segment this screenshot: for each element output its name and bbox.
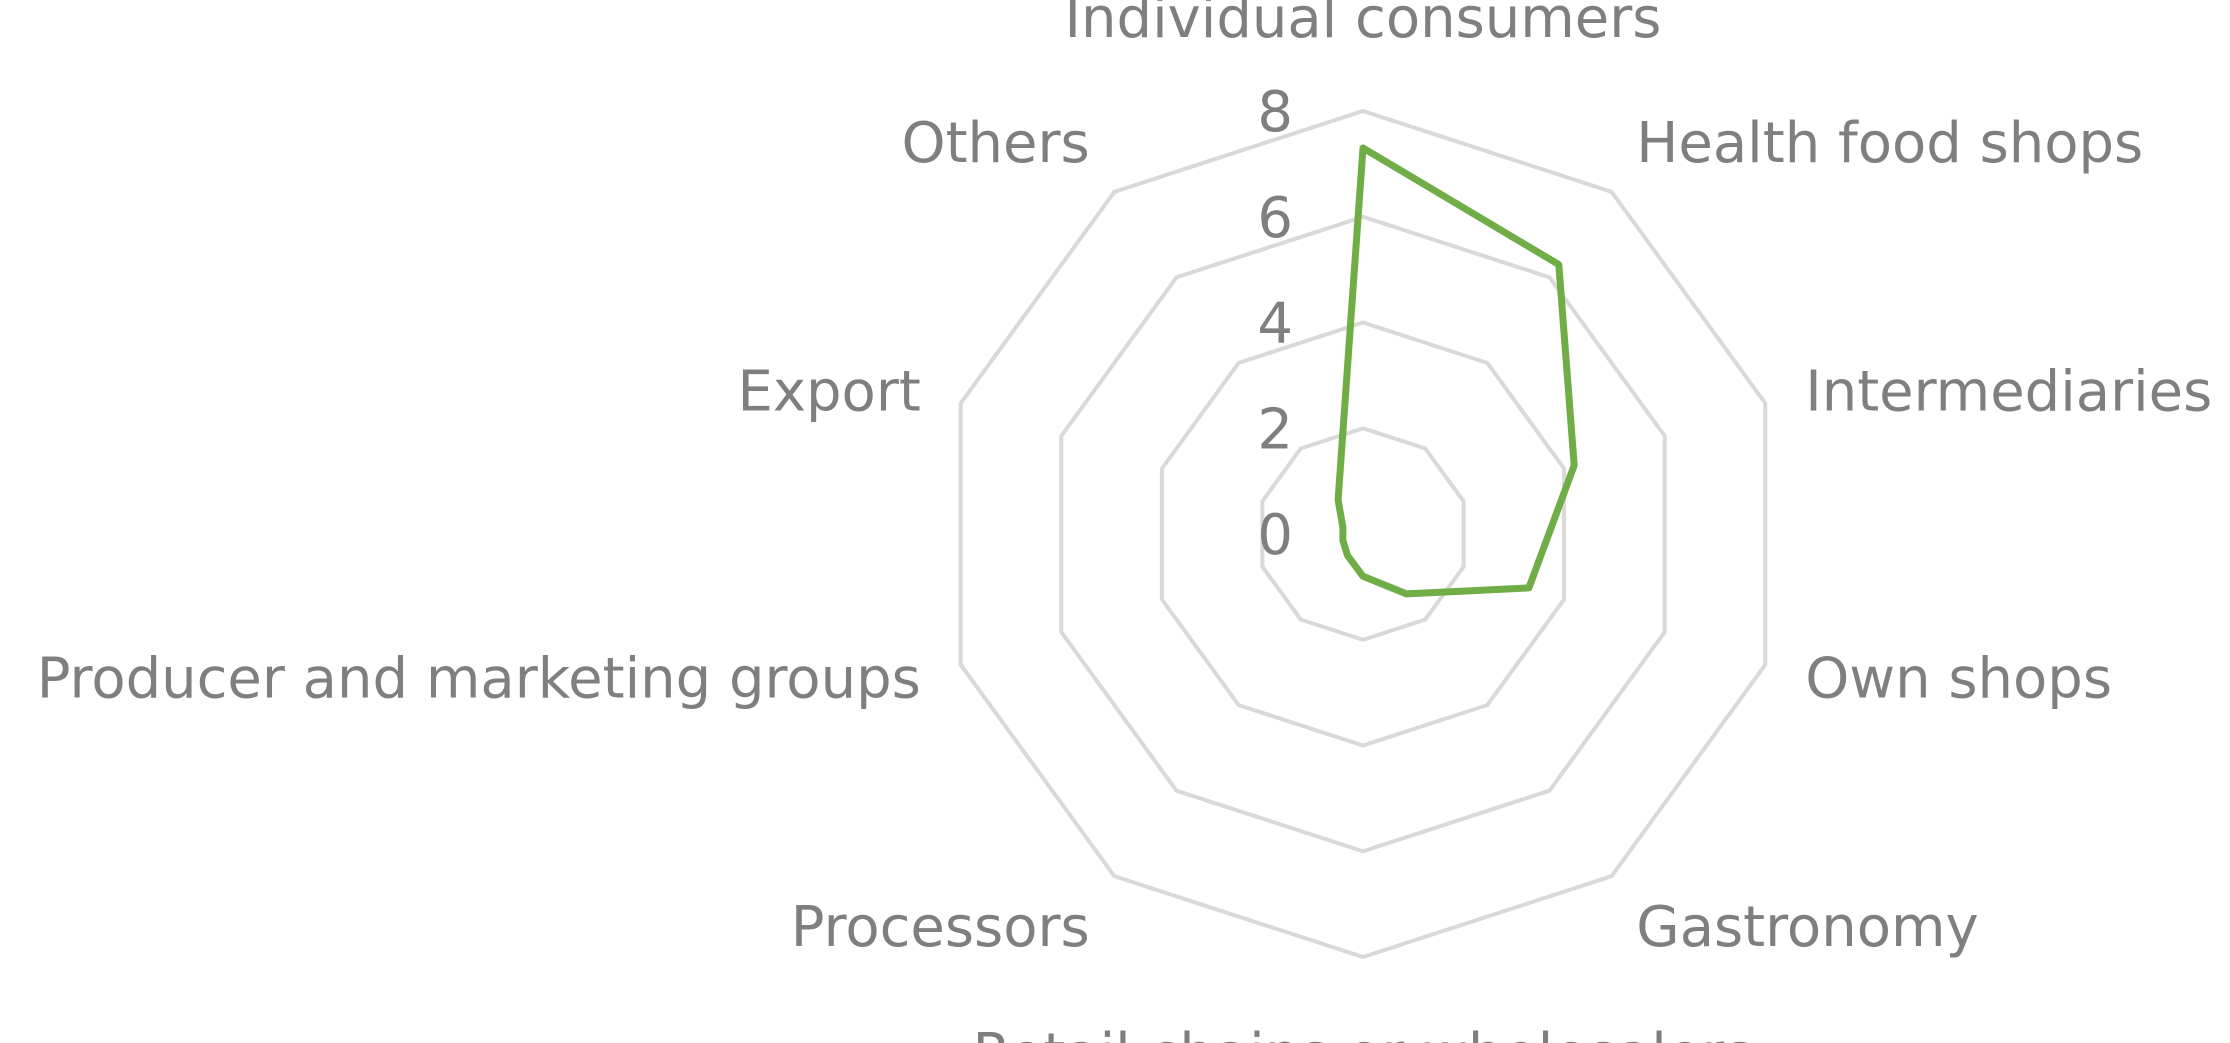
tick-label-8: 8 — [1257, 80, 1293, 145]
grid-ring-4 — [1159, 320, 1567, 748]
grid-layer — [958, 108, 1768, 960]
tick-label-6: 6 — [1257, 186, 1293, 251]
tick-label-4: 4 — [1257, 292, 1293, 357]
category-label-3: Own shops — [1805, 647, 2112, 712]
grid-ring-2 — [1260, 426, 1466, 642]
category-label-7: Producer and marketing groups — [37, 647, 921, 712]
series-line-0 — [1334, 144, 1578, 598]
category-label-9: Others — [902, 111, 1090, 176]
tick-label-0: 0 — [1257, 503, 1293, 568]
category-label-5: Retail chains or wholesalers — [972, 1022, 1753, 1043]
category-label-8: Export — [737, 359, 920, 424]
category-label-1: Health food shops — [1636, 111, 2143, 176]
grid-ring-6 — [1059, 214, 1667, 854]
tick-label-2: 2 — [1257, 397, 1293, 462]
category-label-0: Individual consumers — [1065, 0, 1662, 51]
series-layer — [1334, 144, 1578, 598]
tick-label-layer: 0 2 4 6 8 — [1257, 80, 1293, 568]
category-label-6: Processors — [791, 895, 1090, 960]
category-label-2: Intermediaries — [1805, 359, 2212, 424]
category-label-4: Gastronomy — [1636, 895, 1978, 960]
grid-ring-8 — [958, 108, 1768, 960]
